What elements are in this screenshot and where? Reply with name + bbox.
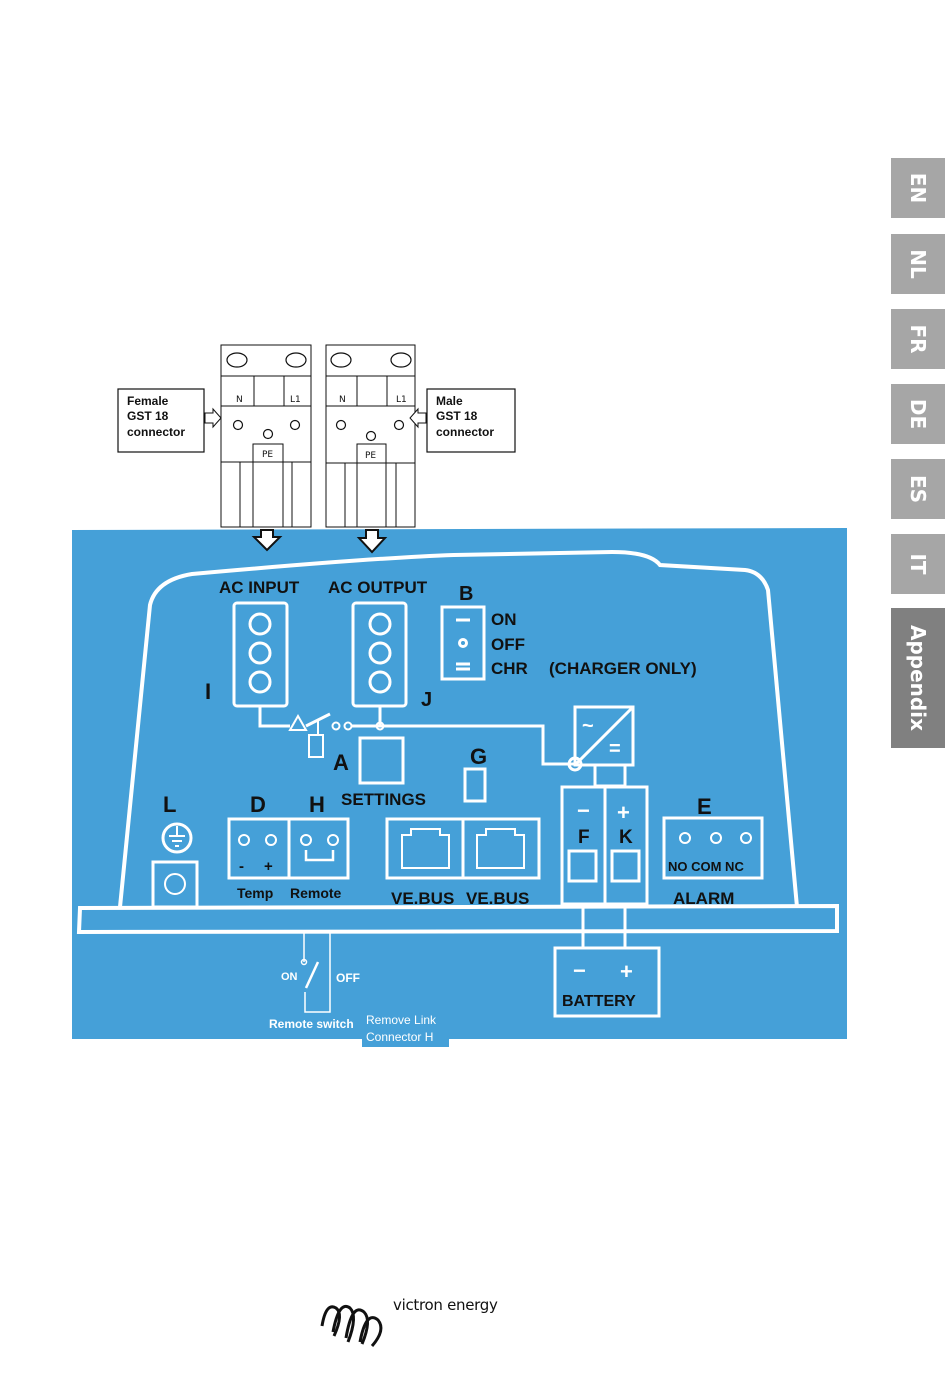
switch-chr-label: CHR (491, 659, 528, 678)
remote-switch-label: Remote switch (269, 1017, 354, 1031)
male-connector (326, 345, 415, 527)
battery-minus-sign: − (573, 958, 586, 983)
female-l1-label: L1 (290, 395, 301, 405)
terminal-plus-sign: + (617, 800, 630, 825)
switch-off-label: OFF (491, 635, 525, 654)
male-pe-label: PE (365, 451, 376, 461)
temp-plus-label: + (264, 858, 273, 875)
male-l1-label: L1 (396, 395, 407, 405)
ac-input-label: AC INPUT (219, 578, 300, 597)
remote-off-label: OFF (336, 971, 360, 985)
ac-symbol: ~ (582, 715, 594, 737)
label-j: J (421, 689, 432, 711)
remove-link-line1: Remove Link (366, 1013, 437, 1027)
dc-symbol: = (609, 738, 621, 760)
victron-logo-icon (322, 1306, 381, 1346)
label-g: G (470, 744, 487, 769)
temp-minus-label: - (239, 858, 244, 875)
male-label-line1: Male (436, 394, 463, 408)
ac-output-label: AC OUTPUT (328, 578, 428, 597)
label-b: B (459, 583, 473, 605)
remote-on-label: ON (281, 971, 298, 983)
switch-on-label: ON (491, 610, 517, 629)
label-e: E (697, 794, 712, 819)
terminal-minus-sign: − (577, 798, 590, 823)
vebus-label-2: VE.BUS (466, 889, 529, 908)
remote-label: Remote (290, 885, 342, 901)
vebus-label-1: VE.BUS (391, 889, 454, 908)
male-label-line3: connector (436, 425, 494, 439)
charger-only-label: (CHARGER ONLY) (549, 659, 697, 678)
settings-label: SETTINGS (341, 790, 426, 809)
female-connector (221, 345, 311, 527)
female-n-label: N (236, 395, 243, 405)
male-label-line2: GST 18 (436, 409, 478, 423)
label-h: H (309, 792, 325, 817)
female-label-line2: GST 18 (127, 409, 169, 423)
remove-link-line2: Connector H (366, 1030, 433, 1044)
alarm-contacts-label: NO COM NC (668, 859, 744, 874)
label-a: A (333, 750, 349, 775)
alarm-label: ALARM (673, 889, 734, 908)
temp-label: Temp (237, 885, 273, 901)
battery-label: BATTERY (562, 993, 636, 1010)
label-k: K (619, 827, 633, 848)
label-l: L (163, 792, 176, 817)
male-n-label: N (339, 395, 346, 405)
label-i: I (205, 679, 211, 704)
battery-plus-sign: + (620, 959, 633, 984)
arrow-right-icon (205, 409, 221, 427)
label-d: D (250, 792, 266, 817)
label-f: F (578, 827, 590, 848)
female-label-line1: Female (127, 394, 169, 408)
brand-name: victron energy (393, 1296, 498, 1314)
female-label-line3: connector (127, 425, 185, 439)
female-pe-label: PE (262, 450, 273, 460)
